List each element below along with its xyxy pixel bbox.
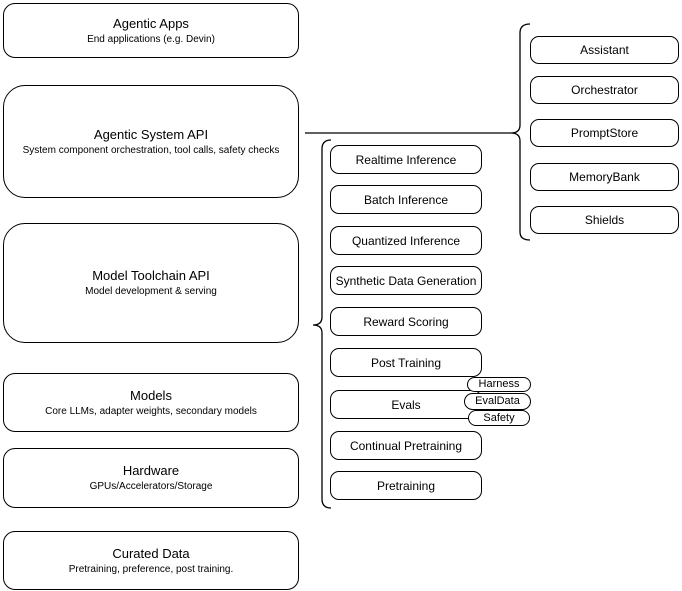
toolchain-item-pretraining: Pretraining — [330, 471, 482, 500]
box-subtitle: Pretraining, preference, post training. — [68, 563, 234, 575]
box-model-toolchain-api: Model Toolchain API Model development & … — [3, 223, 299, 343]
toolchain-item-reward-scoring: Reward Scoring — [330, 307, 482, 336]
box-title: Agentic Apps — [113, 15, 189, 31]
box-title: Hardware — [122, 463, 180, 478]
toolchain-brace — [312, 139, 332, 509]
box-curated-data: Curated Data Pretraining, preference, po… — [3, 531, 299, 590]
box-subtitle: End applications (e.g. Devin) — [87, 33, 215, 45]
box-subtitle: GPUs/Accelerators/Storage — [89, 481, 213, 492]
toolchain-item-realtime-inference: Realtime Inference — [330, 145, 482, 174]
toolchain-item-batch-inference: Batch Inference — [330, 185, 482, 214]
box-subtitle: Core LLMs, adapter weights, secondary mo… — [45, 405, 257, 417]
system-component-promptstore: PromptStore — [530, 119, 679, 147]
eval-tag-harness: Harness — [467, 377, 531, 392]
box-title: Models — [130, 387, 172, 403]
box-agentic-apps: Agentic Apps End applications (e.g. Devi… — [3, 3, 299, 58]
eval-tag-evaldata: EvalData — [464, 393, 531, 410]
box-hardware: Hardware GPUs/Accelerators/Storage — [3, 448, 299, 508]
eval-tag-safety: Safety — [468, 410, 530, 426]
box-models: Models Core LLMs, adapter weights, secon… — [3, 373, 299, 432]
system-component-orchestrator: Orchestrator — [530, 76, 679, 104]
box-title: Model Toolchain API — [92, 268, 210, 283]
toolchain-item-synthetic-data-generation: Synthetic Data Generation — [330, 266, 482, 295]
toolchain-item-quantized-inference: Quantized Inference — [330, 226, 482, 255]
system-components-brace — [510, 23, 531, 241]
system-component-assistant: Assistant — [530, 36, 679, 64]
toolchain-item-continual-pretraining: Continual Pretraining — [330, 431, 482, 460]
box-agentic-system-api: Agentic System API System component orch… — [3, 85, 299, 198]
box-title: Curated Data — [112, 545, 190, 561]
box-title: Agentic System API — [93, 126, 209, 142]
toolchain-item-post-training: Post Training — [330, 348, 482, 377]
box-subtitle: System component orchestration, tool cal… — [22, 144, 280, 156]
toolchain-item-evals: Evals — [330, 390, 482, 419]
box-subtitle: Model development & serving — [85, 286, 217, 297]
system-component-shields: Shields — [530, 206, 679, 234]
system-component-memorybank: MemoryBank — [530, 163, 679, 191]
